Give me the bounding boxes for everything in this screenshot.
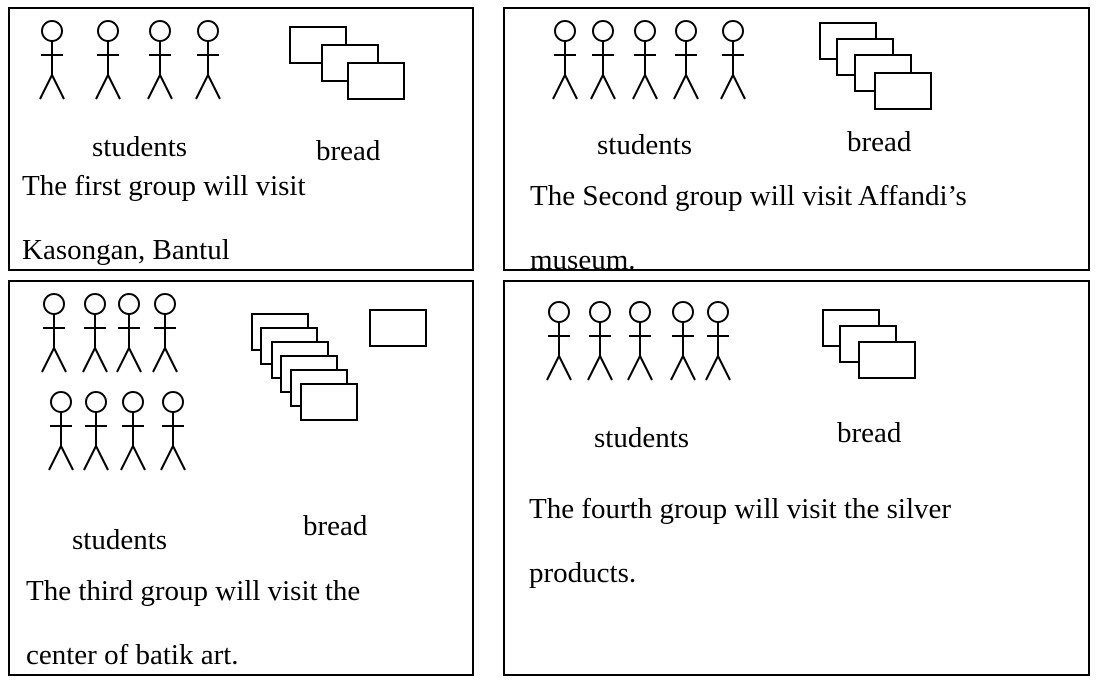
group-4-students-label: students bbox=[594, 422, 690, 454]
group-2-student-figure-1 bbox=[552, 20, 578, 100]
group-3-description: The third group will visit the center of… bbox=[26, 559, 360, 687]
group-2-bread-card-3 bbox=[854, 54, 912, 92]
group-2-bread-card-1 bbox=[819, 22, 877, 60]
group-3-bread-card-4 bbox=[280, 355, 338, 393]
group-2-student-figure-5 bbox=[720, 20, 746, 100]
group-3-bread-card-3 bbox=[271, 341, 329, 379]
group-4-description: The fourth group will visit the silver p… bbox=[529, 477, 951, 605]
group-1-panel: students bread The first group will visi… bbox=[8, 7, 474, 271]
group-2-student-figure-3 bbox=[632, 20, 658, 100]
group-1-student-figure-4 bbox=[195, 20, 221, 100]
group-1-bread-card-2 bbox=[321, 44, 379, 82]
group-4-student-figure-5 bbox=[705, 301, 731, 381]
group-4-bread-card-1 bbox=[822, 309, 880, 347]
group-3-student-figure-7 bbox=[120, 391, 146, 471]
group-2-bread-card-2 bbox=[836, 38, 894, 76]
group-3-students-label: students bbox=[72, 524, 168, 556]
group-4-description-line-2: products. bbox=[529, 557, 637, 589]
group-1-bread-label: bread bbox=[316, 135, 381, 167]
group-1-student-figure-1 bbox=[39, 20, 65, 100]
group-1-student-figure-2 bbox=[95, 20, 121, 100]
group-3-student-figure-6 bbox=[83, 391, 109, 471]
group-3-bread-card-2 bbox=[260, 327, 318, 365]
group-3-bread-card-7 bbox=[369, 309, 427, 347]
group-3-student-figure-4 bbox=[152, 293, 178, 373]
group-3-bread-card-6 bbox=[300, 383, 358, 421]
group-3-bread-label: bread bbox=[303, 510, 368, 542]
group-3-bread-card-1 bbox=[251, 313, 309, 351]
group-4-bread-label: bread bbox=[837, 417, 902, 449]
group-1-description: The first group will visit Kasongan, Ban… bbox=[22, 154, 306, 282]
group-2-bread-card-4 bbox=[874, 72, 932, 110]
group-4-bread-card-2 bbox=[839, 325, 897, 363]
group-4-student-figure-3 bbox=[627, 301, 653, 381]
group-2-description: The Second group will visit Affandi’s mu… bbox=[530, 164, 967, 292]
group-3-student-figure-8 bbox=[160, 391, 186, 471]
group-1-description-line-1: The first group will visit bbox=[22, 170, 306, 202]
group-3-student-figure-3 bbox=[116, 293, 142, 373]
group-4-panel: students bread The fourth group will vis… bbox=[503, 280, 1090, 676]
group-2-student-figure-2 bbox=[590, 20, 616, 100]
group-2-student-figure-4 bbox=[673, 20, 699, 100]
group-3-student-figure-2 bbox=[82, 293, 108, 373]
group-2-description-line-2: museum. bbox=[530, 244, 636, 276]
group-1-bread-card-3 bbox=[347, 62, 405, 100]
group-3-bread-card-5 bbox=[290, 369, 348, 407]
group-1-students-label: students bbox=[92, 131, 188, 163]
group-2-students-label: students bbox=[597, 129, 693, 161]
group-3-student-figure-1 bbox=[41, 293, 67, 373]
group-3-description-line-1: The third group will visit the bbox=[26, 575, 361, 607]
group-1-student-figure-3 bbox=[147, 20, 173, 100]
group-4-bread-card-3 bbox=[858, 341, 916, 379]
group-1-description-line-2: Kasongan, Bantul bbox=[22, 234, 230, 266]
group-3-student-figure-5 bbox=[48, 391, 74, 471]
group-4-student-figure-1 bbox=[546, 301, 572, 381]
group-3-description-line-2: center of batik art. bbox=[26, 639, 239, 671]
group-2-description-line-1: The Second group will visit Affandi’s bbox=[530, 180, 967, 212]
group-1-bread-card-1 bbox=[289, 26, 347, 64]
group-3-panel: students bread The third group will visi… bbox=[8, 280, 474, 676]
group-4-student-figure-2 bbox=[587, 301, 613, 381]
group-4-description-line-1: The fourth group will visit the silver bbox=[529, 493, 952, 525]
group-2-panel: students bread The Second group will vis… bbox=[503, 7, 1090, 276]
group-2-bread-label: bread bbox=[847, 126, 912, 158]
group-4-student-figure-4 bbox=[670, 301, 696, 381]
